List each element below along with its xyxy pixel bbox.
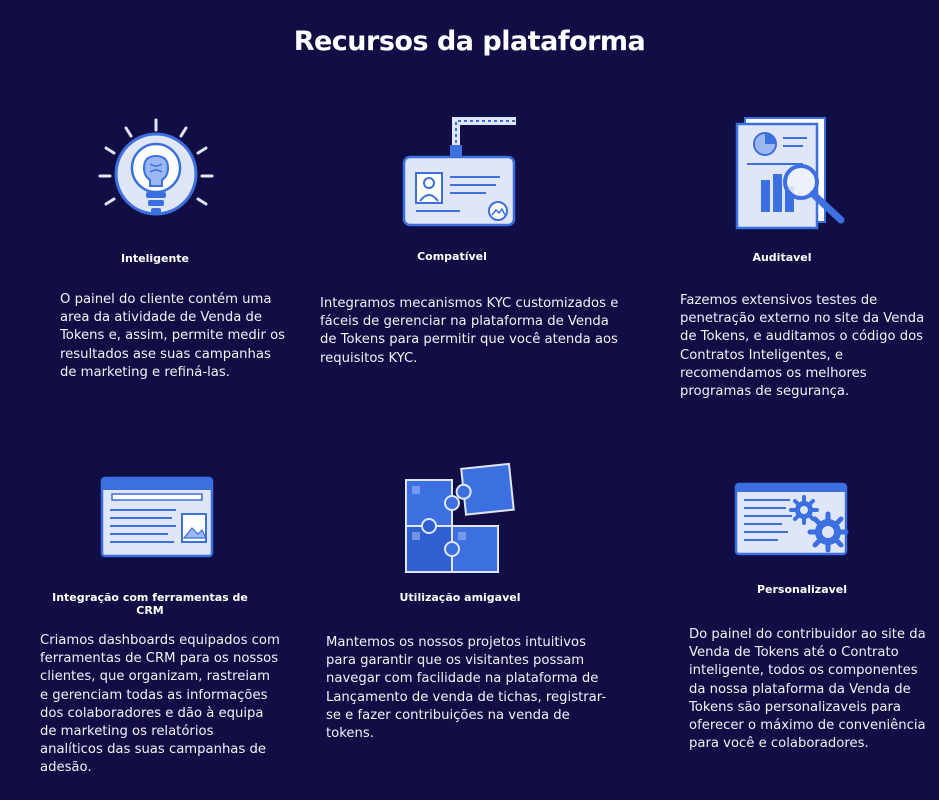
feature-description: Mantemos os nossos projetos intuitivos p… [326,635,607,742]
feature-description: Criamos dashboards equipados com ferrame… [40,633,280,776]
feature-title: Compatível [417,250,487,263]
lightbulb-brain-icon [98,118,214,216]
crm-window-icon [100,476,214,558]
feature-title: Auditavel [752,251,812,264]
feature-description: O painel do cliente contém uma area da a… [60,292,286,380]
page-title: Recursos da plataforma [293,26,646,57]
feature-title: Utilização amigavel [399,591,521,604]
feature-description: Integramos mecanismos KYC customizados e… [320,296,619,366]
feature-description: Do painel do contribuidor ao site da Ven… [689,627,926,752]
report-magnifier-icon [735,117,845,230]
id-badge-icon [402,117,516,227]
feature-description: Fazemos extensivos testes de penetração … [680,293,925,400]
feature-title: Integração com ferramentas de CRM [52,591,248,617]
feature-title: Inteligente [120,252,190,265]
feature-title: Personalizavel [756,583,848,596]
puzzle-icon [405,462,515,573]
settings-window-icon [734,482,849,556]
